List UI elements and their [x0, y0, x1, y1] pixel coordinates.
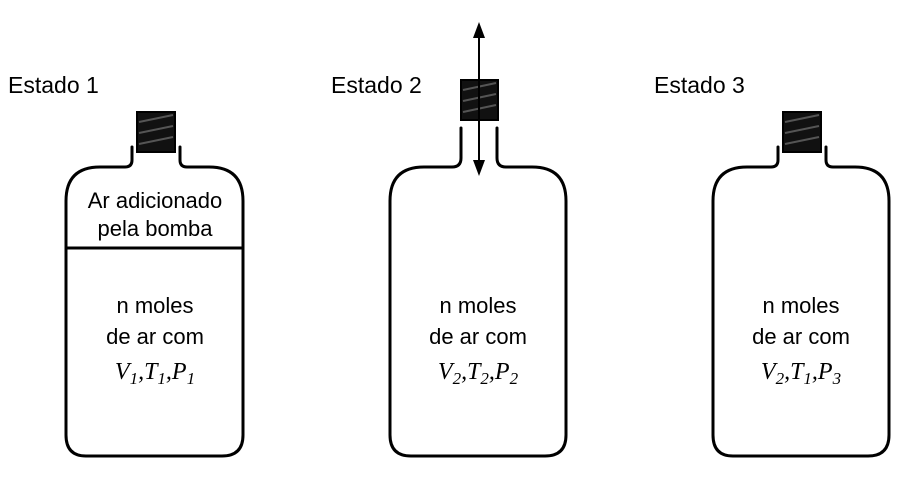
state-1: Estado 1 Ar adicionado pela bomba n mole…	[8, 72, 245, 458]
state-3-title: Estado 3	[654, 72, 745, 98]
state-1-stopper	[136, 111, 176, 153]
state-3-stopper	[782, 111, 822, 153]
state-2-text-line1: n moles	[439, 293, 516, 318]
state-1-text-line1: n moles	[116, 293, 193, 318]
state-3-text-line2: de ar com	[752, 324, 850, 349]
state-1-bottle	[64, 145, 245, 458]
state-3-bottle	[711, 145, 891, 458]
state-1-variables: V1,T1,P1	[115, 359, 195, 388]
state-3-text-line1: n moles	[762, 293, 839, 318]
state-2: Estado 2 n moles de ar com V2,T2,P2	[331, 22, 568, 458]
state-3-variables: V2,T1,P3	[761, 359, 841, 388]
state-2-stopper	[460, 79, 499, 121]
state-1-title: Estado 1	[8, 72, 99, 98]
state-2-text-line2: de ar com	[429, 324, 527, 349]
state-1-top-label-line2: pela bomba	[98, 216, 214, 241]
state-3: Estado 3 n moles de ar com V2,T1,P3	[654, 72, 891, 458]
state-1-top-label-line1: Ar adicionado	[88, 188, 223, 213]
state-2-variables: V2,T2,P2	[438, 359, 519, 388]
state-2-bottle	[388, 126, 568, 458]
state-1-text-line2: de ar com	[106, 324, 204, 349]
state-2-title: Estado 2	[331, 72, 422, 98]
